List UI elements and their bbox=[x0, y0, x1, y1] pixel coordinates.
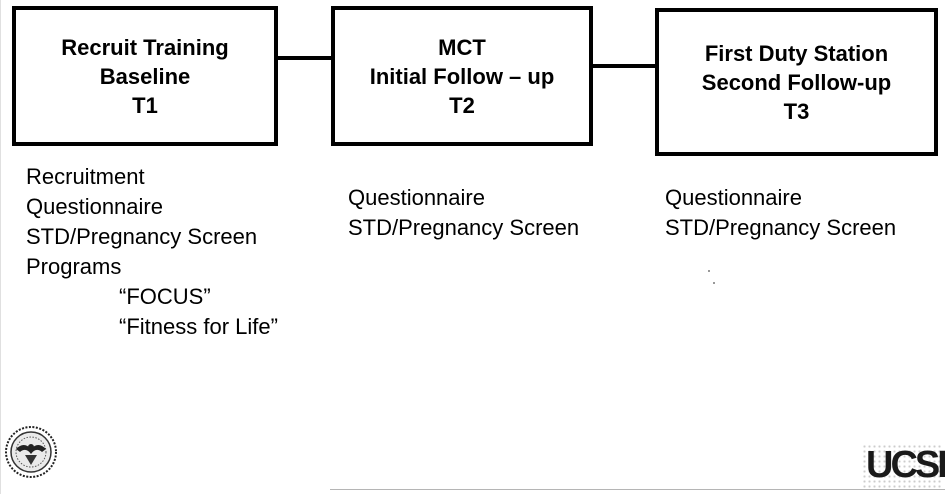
t3-activity-list: Questionnaire STD/Pregnancy Screen bbox=[665, 183, 896, 243]
ucsf-logo-text: UCSF bbox=[866, 444, 945, 486]
list-item: Recruitment bbox=[26, 164, 145, 189]
list-item: Questionnaire bbox=[26, 194, 163, 219]
stage-box-t2: MCT Initial Follow – up T2 bbox=[331, 6, 593, 146]
list-item: STD/Pregnancy Screen bbox=[26, 224, 258, 249]
navy-seal-logo bbox=[5, 426, 57, 478]
left-edge-line bbox=[0, 0, 1, 494]
scan-speck bbox=[708, 270, 710, 272]
stage-t2-code: T2 bbox=[449, 92, 475, 118]
program-item: “FOCUS” bbox=[119, 284, 211, 309]
logo-dot-pattern bbox=[862, 444, 942, 490]
bottom-divider bbox=[330, 489, 945, 490]
list-item: STD/Pregnancy Screen bbox=[348, 215, 580, 240]
list-item: Questionnaire bbox=[348, 185, 485, 210]
list-item: Questionnaire bbox=[665, 185, 802, 210]
t1-activity-list: Recruitment Questionnaire STD/Pregnancy … bbox=[26, 162, 278, 342]
stage-t1-subtitle: Baseline bbox=[99, 63, 191, 89]
t2-activity-list: Questionnaire STD/Pregnancy Screen bbox=[348, 183, 579, 243]
stage-t3-subtitle: Second Follow-up bbox=[701, 69, 892, 95]
connector-t1-t2 bbox=[276, 56, 333, 60]
list-item: Programs bbox=[26, 254, 122, 279]
stage-t2-subtitle: Initial Follow – up bbox=[369, 63, 555, 89]
ucsf-logo: UCSF bbox=[862, 444, 945, 490]
stage-t3-code: T3 bbox=[783, 98, 810, 124]
stage-box-t3: First Duty Station Second Follow-up T3 bbox=[655, 8, 938, 156]
stage-t1-code: T1 bbox=[132, 92, 158, 118]
connector-t2-t3 bbox=[591, 64, 657, 68]
stage-t2-title: MCT bbox=[438, 34, 486, 60]
list-item: STD/Pregnancy Screen bbox=[665, 215, 897, 240]
program-item: “Fitness for Life” bbox=[119, 314, 278, 339]
scan-speck bbox=[713, 282, 715, 284]
stage-box-t1: Recruit Training Baseline T1 bbox=[12, 6, 278, 146]
stage-t1-title: Recruit Training bbox=[61, 34, 229, 60]
stage-t3-title: First Duty Station bbox=[704, 40, 889, 66]
